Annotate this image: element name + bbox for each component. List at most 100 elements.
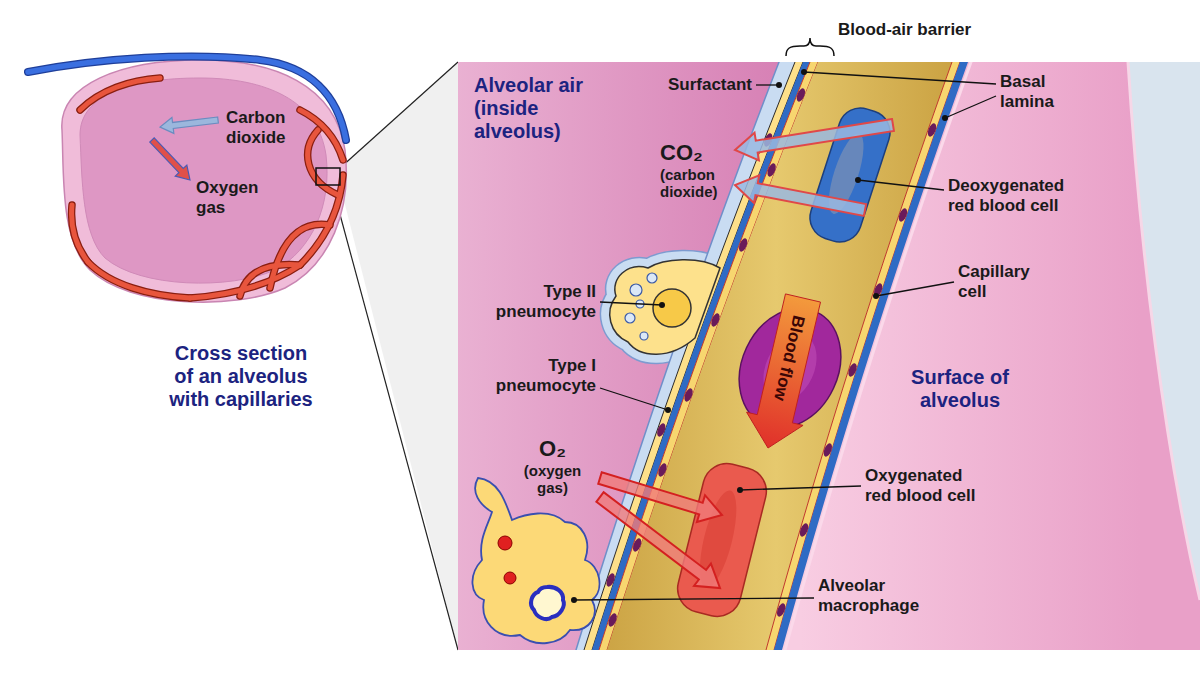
- label-slot: Cross section of an alveolus with capill…: [164, 342, 318, 411]
- leader-line: [804, 72, 996, 84]
- co2-arrow-small: [160, 117, 218, 133]
- cell-nucleus: [822, 442, 834, 458]
- flow-label: Blood flow: [768, 307, 810, 409]
- capillary: [240, 265, 300, 296]
- label-slot: Blood-air barrier: [838, 20, 1008, 40]
- label-slot: Carbon dioxide: [226, 108, 306, 147]
- cell-nucleus: [795, 87, 807, 103]
- part-label: Oxygenated red blood cell: [865, 466, 993, 505]
- surfactant-vesicle: [640, 332, 648, 340]
- barrier-bracket: [786, 38, 834, 56]
- leader-line: [945, 96, 996, 118]
- alveolus-inner: [80, 78, 327, 283]
- leader-dot: [942, 115, 948, 121]
- vein-outline: [28, 56, 346, 140]
- cell-nucleus: [897, 207, 909, 223]
- vein: [28, 56, 346, 140]
- o2-arrow: [596, 492, 720, 588]
- gas-label: Carbon dioxide: [226, 108, 306, 147]
- capillary: [80, 78, 160, 110]
- outer-tissue-edge: [1128, 62, 1200, 600]
- zoom-line: [340, 62, 458, 168]
- part-label: Surfactant: [652, 75, 752, 95]
- leader-line: [600, 302, 662, 305]
- type-two-cell: [610, 260, 720, 355]
- leader-dot: [801, 69, 807, 75]
- label-slot: Surface of alveolus: [890, 366, 1030, 412]
- cell-nucleus: [631, 537, 643, 553]
- zoom-line: [332, 185, 458, 650]
- cell-body: [673, 459, 772, 622]
- zoom-panel: [458, 62, 1200, 650]
- capillary-outline: [72, 205, 88, 262]
- leader-line: [740, 486, 861, 490]
- capillary: [72, 205, 88, 262]
- label-slot: Alveolar air (inside alveolus): [474, 74, 602, 143]
- outer-tissue: [1128, 62, 1200, 600]
- leader-line: [574, 598, 814, 600]
- surfactant-vesicle: [647, 273, 657, 283]
- co2-arrow: [735, 175, 866, 215]
- cell-nucleus: [657, 462, 669, 478]
- capillary: [88, 262, 190, 298]
- oxygenated-red-blood-cell: [673, 459, 772, 622]
- cell-nucleus: [655, 422, 667, 438]
- cell-nucleus: [605, 572, 617, 588]
- capillary-network: [72, 78, 343, 298]
- region-label: Surface of alveolus: [890, 366, 1030, 412]
- leader-dot: [659, 302, 665, 308]
- leader-dot: [571, 597, 577, 603]
- cell-nucleus: [683, 387, 695, 403]
- label-slot: Type I pneumocyte: [484, 356, 596, 395]
- capillary-outline: [190, 265, 300, 298]
- co2-arrow: [735, 119, 894, 160]
- gas-label: (oxygen gas): [515, 462, 590, 497]
- zoom-box: [316, 168, 340, 185]
- surfactant-vesicle: [630, 284, 642, 296]
- label-slot: Alveolar macrophage: [818, 576, 930, 615]
- leader-line: [876, 282, 954, 296]
- leader-line: [858, 180, 944, 190]
- gas-formula: CO₂: [660, 140, 720, 165]
- cell-nucleus: [798, 522, 810, 538]
- leader-dot: [873, 293, 879, 299]
- part-label: Alveolar macrophage: [818, 576, 930, 615]
- gas-label: Oxygen gas: [196, 178, 271, 217]
- capillary-outline: [80, 78, 160, 110]
- basal-lamina: [758, 62, 980, 650]
- engulfed-particle: [498, 536, 512, 550]
- label-slot: Surfactant: [652, 75, 752, 95]
- label-slot: CO₂: [660, 140, 720, 165]
- leader-lines: [571, 38, 996, 603]
- region-label: Alveolar air (inside alveolus): [474, 74, 602, 143]
- leader-dot: [737, 487, 743, 493]
- figure-caption: Cross section of an alveolus with capill…: [164, 342, 318, 411]
- capillary-lumen: [588, 62, 963, 650]
- leader-line: [756, 84, 779, 85]
- alveolus-outer: [62, 60, 346, 302]
- label-slot: O₂: [515, 436, 590, 461]
- part-label: Basal lamina: [1000, 72, 1075, 111]
- leader-dot: [665, 407, 671, 413]
- capillary: [270, 224, 330, 288]
- part-label: Blood-air barrier: [838, 20, 1008, 40]
- engulfed-particle: [504, 572, 516, 584]
- part-label: Type II pneumocyte: [484, 282, 596, 321]
- label-slot: Type II pneumocyte: [484, 282, 596, 321]
- cell-nucleus: [775, 602, 787, 618]
- macrophage-body: [472, 478, 599, 643]
- label-slot: Basal lamina: [1000, 72, 1075, 111]
- cell-nucleus: [766, 162, 778, 178]
- capillary: [300, 175, 343, 265]
- gas-formula: O₂: [515, 436, 590, 461]
- capillary-wall: [750, 62, 972, 650]
- o2-arrow-small: [150, 138, 190, 180]
- part-label: Capillary cell: [958, 262, 1046, 301]
- leader-line: [600, 388, 668, 410]
- part-label: Type I pneumocyte: [484, 356, 596, 395]
- type-two-nucleus: [653, 289, 691, 327]
- cell-nucleus: [737, 237, 749, 253]
- small-alveolus-figure: [28, 56, 458, 650]
